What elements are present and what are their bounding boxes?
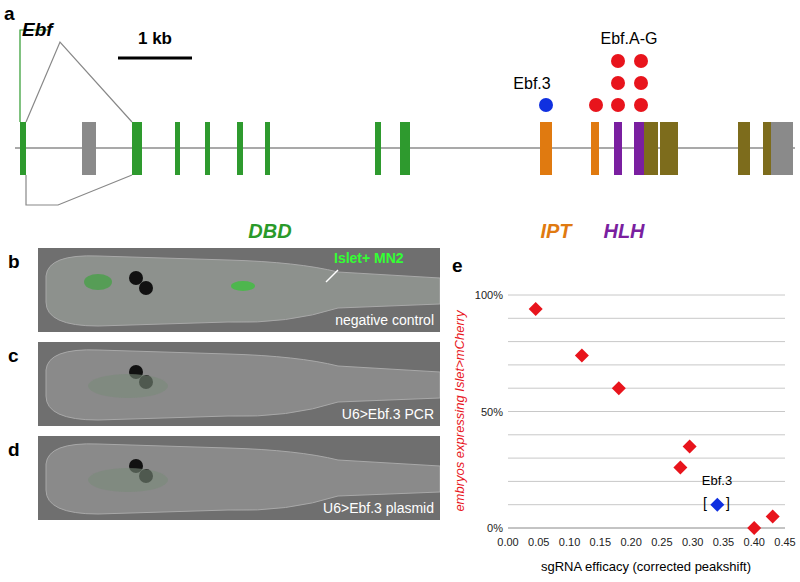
axis-tick: 0.30 xyxy=(682,536,703,548)
domain-label: HLH xyxy=(603,220,644,242)
axis-tick: 0.35 xyxy=(713,536,734,548)
axis-tick: 0.10 xyxy=(559,536,580,548)
domain-label: IPT xyxy=(540,220,571,242)
axis-tick: 50% xyxy=(481,405,503,417)
axis-tick: 0.15 xyxy=(590,536,611,548)
x-axis xyxy=(508,528,785,529)
panel-letter: a xyxy=(4,4,15,25)
axis-tick: 0.40 xyxy=(744,536,765,548)
condition-label: U6>Ebf.3 plasmid xyxy=(323,501,434,516)
micrograph-panel: cU6>Ebf.3 PCR xyxy=(38,342,440,426)
gridlines xyxy=(508,295,785,505)
axis-title: embryos expressing Islet>mCherry xyxy=(453,310,467,511)
axis-tick: 0.00 xyxy=(497,536,518,548)
sgrna-dots xyxy=(539,54,648,112)
scale-bar xyxy=(118,57,192,60)
axis-tick: 100% xyxy=(475,289,503,301)
axis-tick: 0.45 xyxy=(774,536,795,548)
panel-letter: e xyxy=(452,256,463,277)
axis-title: sgRNA efficacy (corrected peakshift) xyxy=(541,560,751,574)
panel-letter: c xyxy=(8,346,19,367)
tss-arrow xyxy=(20,30,48,122)
micrograph-panel: bIslet+ MN2negative control xyxy=(38,248,440,332)
bracket: ] xyxy=(726,496,730,511)
cell-label: Islet+ MN2 xyxy=(334,251,404,266)
sgrna-label: Ebf.3 xyxy=(513,75,550,93)
scale-label: 1 kb xyxy=(138,30,172,49)
sgrna-label: Ebf.A-G xyxy=(601,30,658,48)
axis-tick: 0.25 xyxy=(651,536,672,548)
panel-letter: b xyxy=(8,252,20,273)
micrograph-panel: dU6>Ebf.3 plasmid xyxy=(38,436,440,520)
splice-line xyxy=(26,175,132,205)
point-label: Ebf.3 xyxy=(702,474,732,488)
panel-letter: d xyxy=(8,440,20,461)
condition-label: U6>Ebf.3 PCR xyxy=(342,407,434,422)
data-points xyxy=(529,302,780,535)
gene-name: Ebf xyxy=(22,20,53,41)
exons xyxy=(20,122,793,175)
bracket: [ xyxy=(703,496,707,511)
domain-label: DBD xyxy=(248,220,291,242)
data-point xyxy=(710,498,724,512)
axis-tick: 0% xyxy=(487,522,503,534)
condition-label: negative control xyxy=(335,313,434,328)
axis-tick: 0.05 xyxy=(528,536,549,548)
splice-line xyxy=(26,42,132,122)
axis-tick: 0.20 xyxy=(620,536,641,548)
